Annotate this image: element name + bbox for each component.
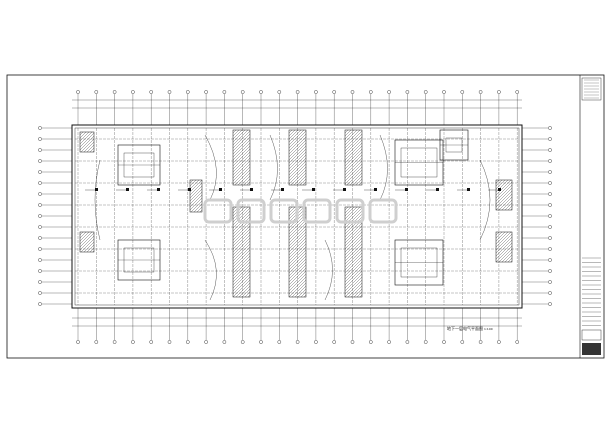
caption-title: 地下一层电气平面图 [447, 326, 483, 331]
title-block-rows [582, 79, 601, 326]
title-block [579, 75, 602, 358]
watermark [203, 198, 398, 224]
caption-scale: 1:100 [484, 327, 493, 331]
plan-detail [75, 128, 519, 305]
drawing-caption: 地下一层电气平面图1:100 [447, 326, 493, 332]
floor-plan [71, 124, 523, 309]
sheet-border [6, 74, 605, 359]
axis-grid [38, 90, 552, 344]
plan-outline [71, 124, 523, 309]
